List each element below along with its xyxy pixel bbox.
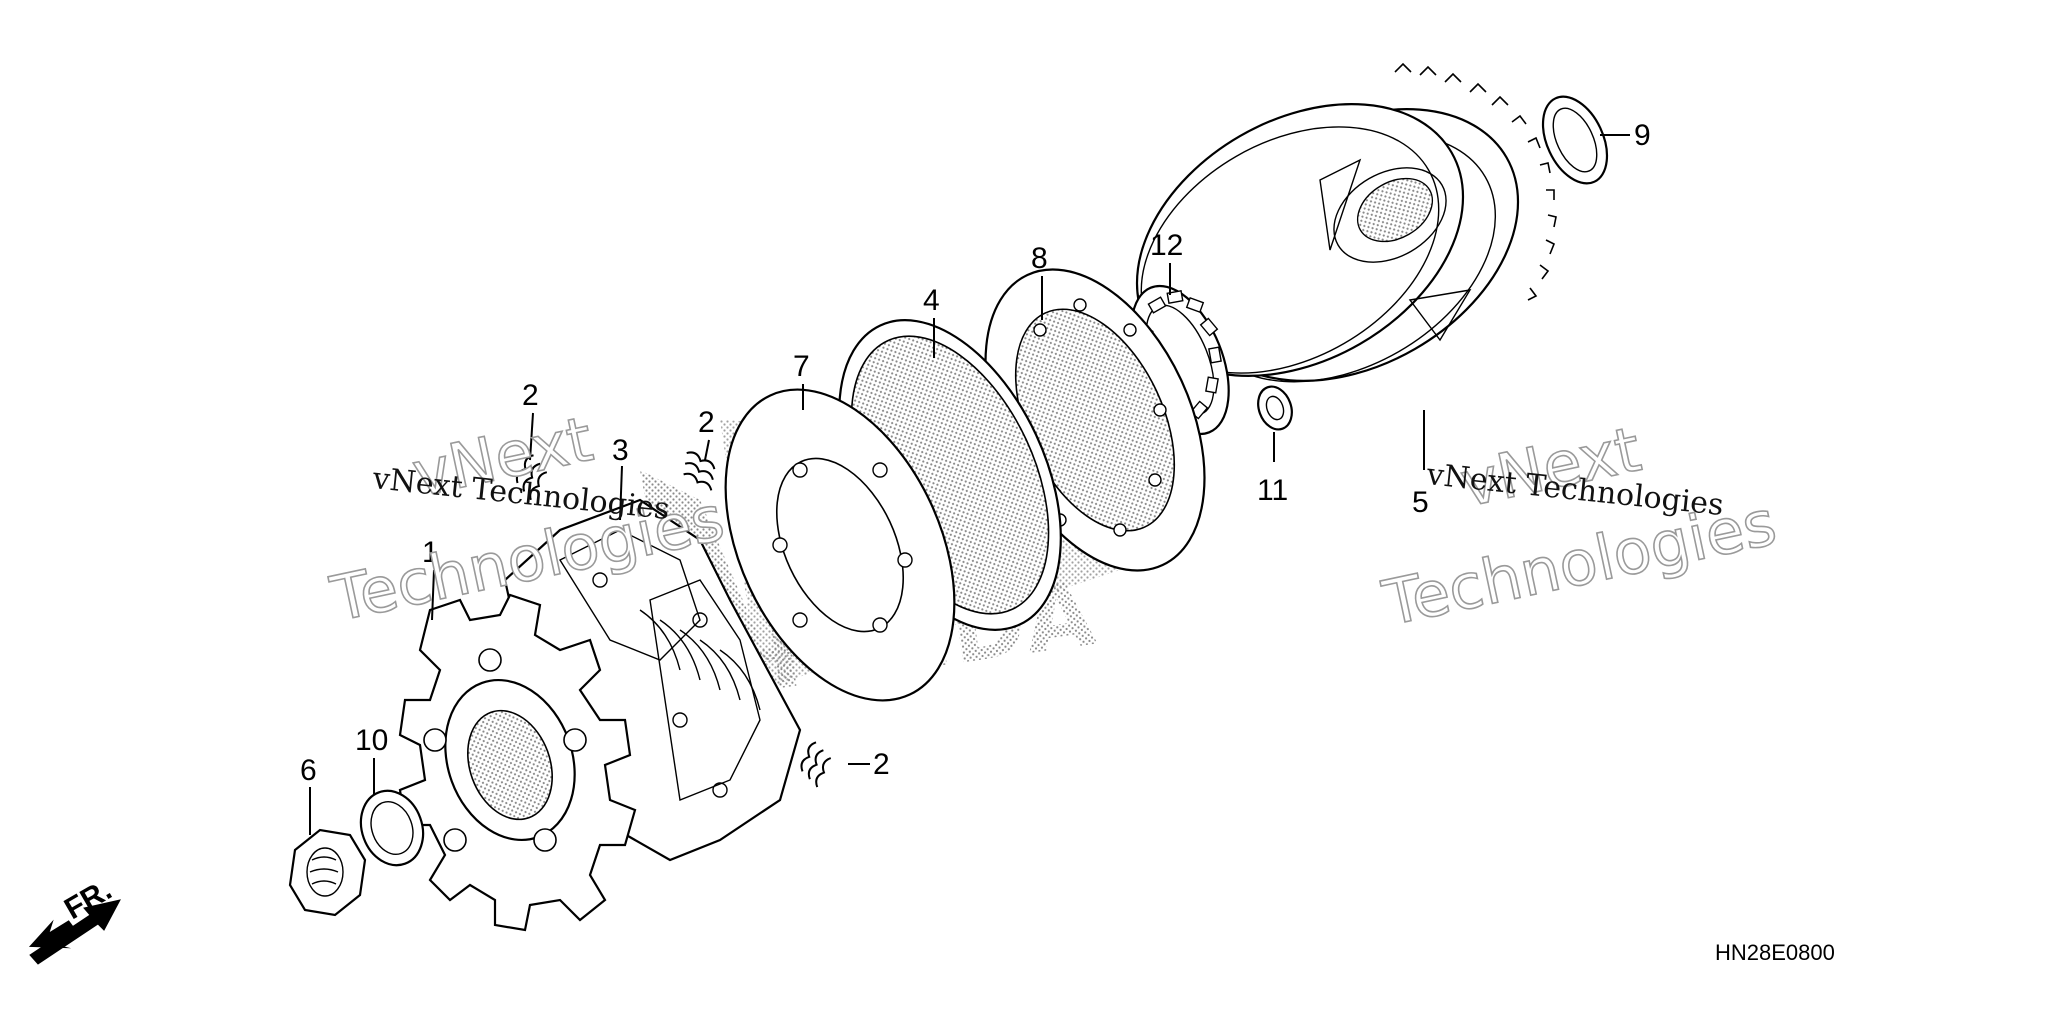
callout-11[interactable]: 11: [1257, 474, 1288, 507]
collar-11[interactable]: [1252, 382, 1297, 434]
callout-2a[interactable]: 2: [522, 379, 539, 412]
callout-10[interactable]: 10: [355, 724, 388, 757]
front-arrow-icon: [28, 919, 78, 949]
outer-clutch-drum[interactable]: [1088, 49, 1566, 437]
front-direction-marker: FR.: [28, 873, 121, 965]
leader-lines: [309, 134, 1630, 835]
callout-4[interactable]: 4: [923, 284, 940, 317]
spring-2-lower[interactable]: [795, 741, 834, 788]
drive-plate-7[interactable]: [680, 353, 1001, 737]
thrust-washer-9[interactable]: [1530, 86, 1620, 193]
diagram-code: HN28E0800: [1715, 940, 1835, 965]
callout-3[interactable]: 3: [612, 434, 629, 467]
callout-1[interactable]: 1: [422, 536, 439, 569]
callout-7[interactable]: 7: [793, 350, 810, 383]
hex-nut-6[interactable]: [288, 828, 367, 917]
callout-8[interactable]: 8: [1031, 242, 1048, 275]
washer-10[interactable]: [351, 782, 433, 874]
callout-12[interactable]: 12: [1150, 229, 1183, 262]
callout-5[interactable]: 5: [1412, 486, 1429, 519]
callout-2b[interactable]: 2: [698, 406, 715, 439]
spring-2-upper-left[interactable]: [510, 453, 551, 501]
callout-labels: 1 2 2 2 3 4 5 6 7 8 9 10 11 12: [300, 119, 1651, 787]
callout-9[interactable]: 9: [1634, 119, 1651, 152]
drive-sprocket-1[interactable]: [398, 593, 637, 932]
callout-2c[interactable]: 2: [873, 748, 890, 781]
spring-2-upper-mid[interactable]: [677, 450, 724, 491]
callout-6[interactable]: 6: [300, 754, 317, 787]
